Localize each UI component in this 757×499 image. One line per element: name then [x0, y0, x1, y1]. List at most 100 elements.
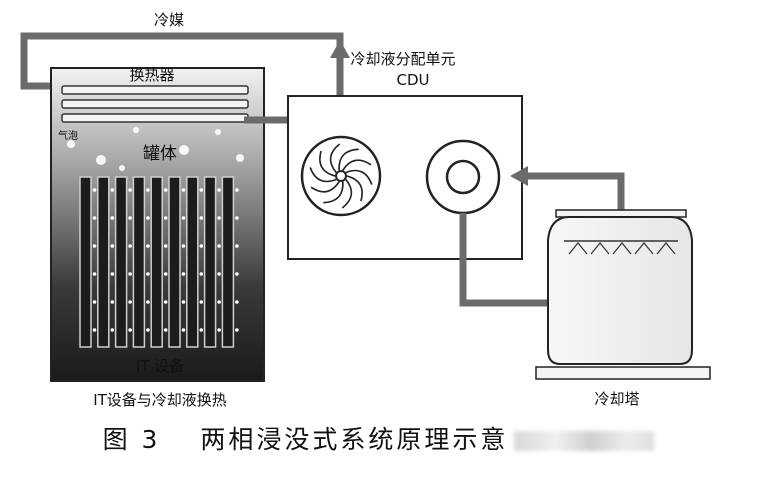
blade-bubble [163, 188, 168, 192]
blade-bubble [163, 300, 168, 304]
blade-bubble [217, 272, 221, 276]
blurred-text [514, 431, 655, 451]
cdu-name-label: 冷却液分配单元 [350, 50, 455, 68]
tank-label: 罐体 [143, 144, 177, 164]
blade-bubble [199, 216, 204, 220]
blade-bubble [199, 300, 204, 304]
figure-number: 图 3 [102, 425, 161, 454]
it-server-blades [79, 176, 239, 348]
blade-bubble [128, 328, 132, 332]
fan-blade [319, 150, 336, 177]
blade-bubble [146, 328, 150, 332]
coolant-arrowhead [330, 40, 350, 58]
blade-bubble [181, 216, 186, 220]
server-blade [114, 176, 128, 348]
server-blade [150, 176, 163, 348]
blade-bubble [235, 272, 239, 276]
fan-blade [341, 179, 353, 209]
blade-bubble [92, 216, 97, 220]
fan-icon [300, 135, 382, 217]
blade-bubble [128, 244, 132, 248]
heat-exchanger-label: 换热器 [129, 66, 174, 84]
blade-bubble [217, 244, 221, 248]
spray-nozzle [590, 242, 610, 255]
blade-bubble [163, 272, 168, 276]
fan-blade [329, 143, 341, 173]
bubble-label: 气泡 [58, 129, 78, 142]
coolant-pipe [20, 32, 344, 110]
blade-bubble [217, 328, 221, 332]
blade-bubble [181, 328, 186, 332]
blade-bubble [235, 244, 239, 248]
blade-bubble [235, 216, 239, 220]
blade-bubble [146, 188, 150, 192]
blade-bubble [163, 328, 168, 332]
blade-bubble [110, 328, 115, 332]
blade-bubble [235, 188, 239, 192]
cdu-abbr-label: CDU [396, 71, 429, 89]
spray-nozzle [634, 242, 654, 255]
blade-bubble [163, 244, 168, 248]
spray-nozzle [656, 242, 676, 255]
bubbles [67, 127, 244, 171]
blade-bubble [128, 188, 132, 192]
cooling-tower-label: 冷却塔 [594, 390, 639, 408]
server-blade [203, 176, 217, 348]
blade-bubble [110, 272, 115, 276]
server-blade [221, 176, 235, 348]
spray-nozzle [612, 242, 632, 255]
blade-bubble [92, 188, 97, 192]
blade-bubble [235, 300, 239, 304]
server-blade [97, 176, 110, 348]
blade-bubble [146, 216, 150, 220]
blade-bubble [92, 244, 97, 248]
blade-bubble [217, 216, 221, 220]
fan-blade [346, 175, 363, 202]
blade-bubble [181, 188, 186, 192]
blade-bubble [199, 272, 204, 276]
server-blade [186, 176, 199, 348]
fan-blade [345, 169, 373, 185]
blade-bubble [181, 272, 186, 276]
server-blade [168, 176, 181, 348]
blade-bubble [199, 328, 204, 332]
blade-bubble [146, 272, 150, 276]
blade-bubble [92, 328, 97, 332]
figure-caption: 图 3 两相浸没式系统原理示意 [0, 420, 757, 456]
coolant-label: 冷媒 [154, 11, 184, 29]
tank-caption: IT设备与冷却液换热 [93, 391, 227, 409]
server-blade [132, 176, 146, 348]
fan-blade [309, 167, 337, 183]
blade-bubble [110, 244, 115, 248]
blade-bubble [217, 300, 221, 304]
blade-bubble [199, 188, 204, 192]
blade-bubble [181, 300, 186, 304]
blade-bubble [92, 300, 97, 304]
fan-blade [338, 148, 359, 171]
spray-nozzle [568, 242, 588, 255]
blade-bubble [199, 244, 204, 248]
fan-blade [323, 181, 344, 204]
blade-bubble [128, 216, 132, 220]
blade-bubble [163, 216, 168, 220]
fan-blade [310, 181, 340, 193]
blade-bubble [92, 272, 97, 276]
blade-bubble [110, 300, 115, 304]
fan-blade [342, 159, 372, 171]
cooling-tower [535, 209, 711, 380]
blade-bubble [110, 188, 115, 192]
it-equipment-label: IT 设备 [136, 357, 184, 375]
blade-bubble [128, 272, 132, 276]
server-blade [79, 176, 92, 348]
blade-bubble [110, 216, 115, 220]
blade-bubble [128, 300, 132, 304]
water-return-arrowhead [510, 166, 528, 186]
blade-bubble [146, 244, 150, 248]
blade-bubble [217, 188, 221, 192]
figure-title: 两相浸没式系统原理示意 [200, 425, 509, 454]
blade-bubble [235, 328, 239, 332]
blade-bubble [146, 300, 150, 304]
blade-bubble [181, 244, 186, 248]
pump-icon [425, 139, 501, 215]
